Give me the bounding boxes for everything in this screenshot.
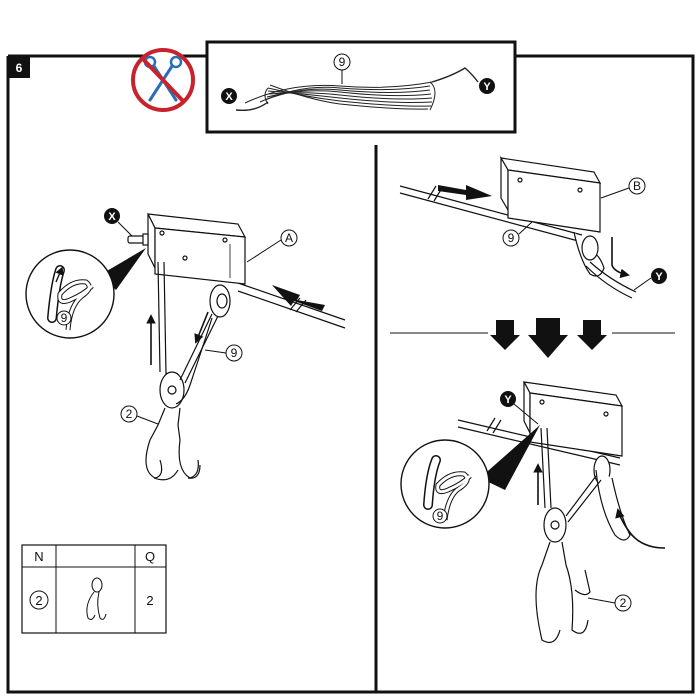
- svg-text:X: X: [225, 91, 233, 103]
- svg-text:B: B: [633, 179, 641, 193]
- parts-table-header-n: N: [34, 549, 43, 564]
- down-arrow: [194, 311, 209, 344]
- parts-table-row-n: 2: [35, 593, 42, 608]
- rope-9-bottom: [540, 427, 602, 523]
- svg-text:9: 9: [437, 509, 444, 523]
- rope-9-left: [157, 261, 219, 405]
- ceiling-rail-top: [399, 185, 583, 243]
- cord-end-pin: [127, 233, 149, 246]
- svg-text:9: 9: [231, 346, 238, 360]
- hook-2-right: [535, 541, 591, 643]
- parts-table: N Q 2 2: [21, 544, 167, 634]
- svg-text:Y: Y: [483, 81, 491, 93]
- ceiling-rail: [237, 282, 346, 329]
- no-scissors-icon: [131, 48, 195, 112]
- svg-text:Y: Y: [504, 394, 512, 406]
- rope-9-top: [585, 261, 637, 299]
- pull-arrow: [272, 285, 325, 311]
- coiled-cord: [235, 67, 479, 112]
- end-x-callout-left: X: [104, 208, 133, 237]
- hook-2-callout-right: 2: [587, 594, 632, 612]
- knot-detail-right: 9: [400, 425, 540, 529]
- svg-text:9: 9: [61, 311, 68, 325]
- bracket-bottom: [522, 381, 624, 457]
- right-bottom-panel: 9 Y 2: [400, 381, 666, 643]
- end-y-callout-bottom: Y: [500, 391, 539, 425]
- hook-2-callout-left: 2: [120, 405, 159, 425]
- svg-text:9: 9: [339, 55, 346, 69]
- parts-table-header-q: Q: [145, 549, 155, 564]
- cord-legend: 9 X Y: [205, 40, 517, 134]
- cord-number-callout: 9: [333, 53, 351, 84]
- knot-detail-left: 9: [25, 248, 146, 339]
- end-y-callout-top: Y: [633, 268, 667, 291]
- transition-arrows: [490, 318, 607, 358]
- bracket-a: [146, 213, 247, 285]
- left-panel: 9 X A 9 2 N: [21, 208, 346, 634]
- hook-part-icon: [86, 577, 107, 620]
- down-arrow-top: [611, 237, 630, 279]
- step-number: 6: [16, 61, 23, 75]
- svg-text:2: 2: [620, 596, 627, 610]
- bracket-pulley: [209, 284, 231, 318]
- svg-text:Y: Y: [655, 271, 663, 283]
- svg-text:9: 9: [508, 231, 515, 245]
- svg-text:X: X: [108, 211, 116, 223]
- cord-end-x-marker: X: [221, 88, 237, 104]
- step-badge: 6: [8, 56, 30, 78]
- parts-table-row-q: 2: [146, 593, 153, 608]
- bracket-b-callout: B: [600, 177, 646, 199]
- svg-text:2: 2: [126, 407, 133, 421]
- svg-text:A: A: [285, 231, 293, 245]
- return-arrow-bottom: [615, 508, 666, 549]
- side-pulley-bottom: [593, 455, 631, 541]
- lower-pulley: [159, 371, 185, 409]
- rope-9-callout-top: 9: [502, 221, 533, 247]
- feed-arrow-top: [438, 185, 492, 200]
- bracket-b: [499, 155, 602, 233]
- hook-2-left: [145, 407, 201, 481]
- right-top-panel: B 9 Y: [399, 155, 667, 299]
- bracket-b-pulley: [573, 231, 605, 277]
- rope-9-callout-left: 9: [204, 344, 243, 362]
- lower-pulley-bottom: [543, 507, 567, 543]
- cord-end-y-marker: Y: [479, 78, 495, 94]
- bracket-a-callout: A: [246, 229, 298, 263]
